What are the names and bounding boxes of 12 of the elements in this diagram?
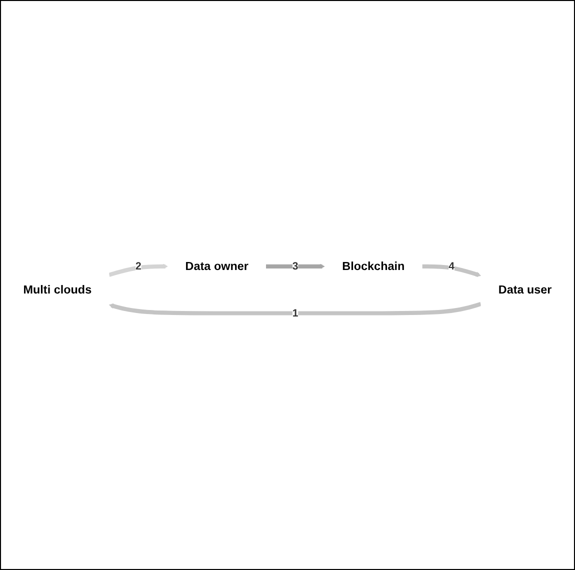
node-text: Multi clouds <box>23 283 92 296</box>
node-text: Data owner <box>185 260 248 273</box>
edge-label: 2 <box>136 260 142 272</box>
node-text: Data user <box>498 283 552 296</box>
edge-label: 1 <box>292 307 298 319</box>
arrow <box>266 264 325 269</box>
edge-label: 3 <box>292 260 298 272</box>
node-text: Blockchain <box>342 260 405 273</box>
edge-label: 4 <box>448 260 454 272</box>
arrow <box>108 264 168 277</box>
arrow <box>422 264 482 277</box>
arrow <box>108 302 482 316</box>
